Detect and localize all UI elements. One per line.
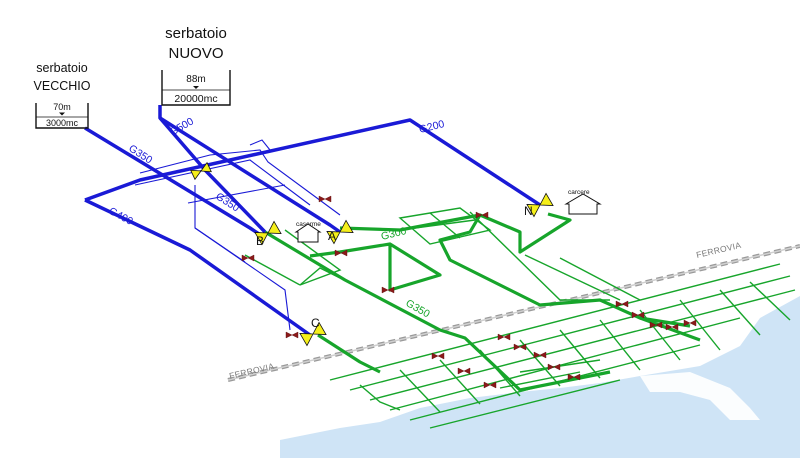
valve-yellow-upper: [190, 161, 212, 181]
railway-label-left: FERROVIA: [228, 361, 275, 381]
tank-nuovo-elevation: 88m: [186, 74, 205, 85]
carcere-building: carcere: [564, 189, 602, 215]
main-g500: [158, 105, 267, 234]
caserme-building: caserme: [294, 221, 322, 243]
main-g400: [84, 198, 312, 337]
house-icon: [564, 193, 602, 215]
tank-vecchio-title: serbatoio: [36, 61, 87, 75]
main-g350: [84, 126, 263, 238]
railway: [227, 244, 800, 382]
node-label-b: B: [256, 234, 264, 248]
tank-nuovo-name: NUOVO: [168, 45, 223, 62]
valve-node-c: [299, 321, 327, 347]
node-label-c: C: [311, 316, 320, 330]
node-label-n: N: [524, 204, 533, 218]
main-g500-branch: [159, 116, 342, 234]
pipe-label-g400: G400: [107, 205, 135, 228]
node-label-a: A: [328, 229, 336, 243]
small-valves: [241, 195, 697, 389]
pipe-label-g300: G300: [380, 225, 408, 243]
main-g200: [84, 118, 541, 207]
tank-vecchio-capacity: 3000mc: [46, 118, 79, 128]
railway-label-right: FERROVIA: [695, 240, 742, 260]
tank-vecchio: serbatoio VECCHIO 70m 3000mc: [34, 61, 91, 129]
valve-node-n: [526, 192, 554, 218]
tank-nuovo: serbatoio NUOVO 88m 20000mc: [161, 25, 231, 106]
sea-area: [280, 296, 800, 458]
carcere-label: carcere: [568, 189, 590, 196]
pipe-label-g500: G500: [168, 115, 196, 138]
tank-nuovo-capacity: 20000mc: [174, 93, 217, 105]
house-icon: [294, 223, 322, 243]
water-level-icon: [59, 112, 65, 116]
valve-node-b: [254, 220, 282, 246]
tank-vecchio-elevation: 70m: [53, 102, 71, 112]
tank-vecchio-name: VECCHIO: [34, 79, 91, 93]
valve-node-a: [326, 219, 354, 245]
water-level-icon: [193, 86, 199, 89]
distribution-main: [264, 212, 701, 392]
tank-nuovo-title: serbatoio: [165, 25, 227, 42]
